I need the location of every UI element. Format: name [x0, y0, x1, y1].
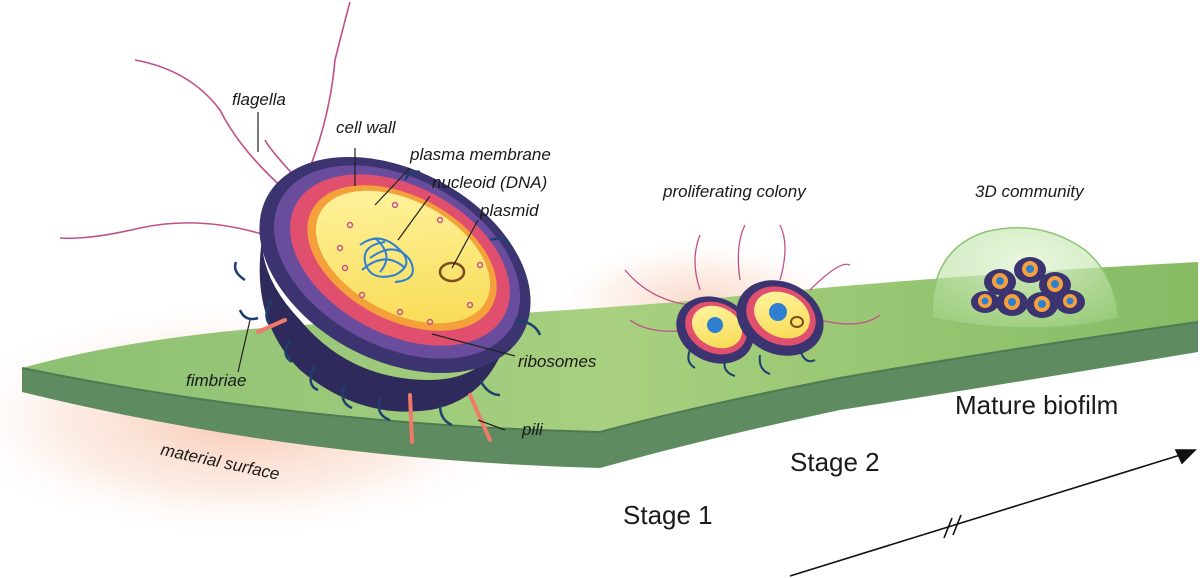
label-plasmid: plasmid: [480, 201, 539, 220]
progression-arrow: [789, 449, 1197, 577]
label-ribosomes: ribosomes: [518, 352, 597, 371]
label-mature-biofilm: Mature biofilm: [955, 390, 1119, 420]
proliferating-colony-cells: [624, 224, 881, 377]
label-pili: pili: [522, 420, 543, 439]
label-stage-2: Stage 2: [790, 447, 880, 477]
label-nucleoid: nucleoid (DNA): [432, 173, 548, 192]
label-plasma-membrane: plasma membrane: [410, 145, 551, 164]
main-bacterium: [59, 1, 542, 444]
label-flagella: flagella: [232, 90, 286, 109]
biofilm-dome: [931, 227, 1119, 329]
label-stage-1: Stage 1: [623, 500, 713, 530]
label-3d-community: 3D community: [975, 182, 1084, 201]
label-cell-wall: cell wall: [336, 118, 396, 137]
label-proliferating-colony: proliferating colony: [663, 182, 806, 201]
label-fimbriae: fimbriae: [186, 371, 247, 390]
